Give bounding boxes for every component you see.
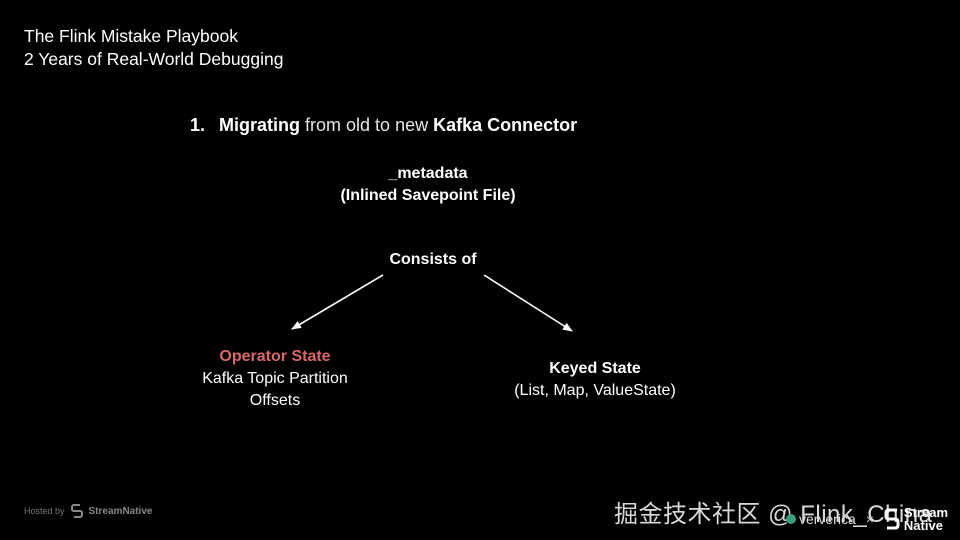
title-part-2: from old to new <box>305 115 429 135</box>
arrow-to-keyed-state <box>483 274 573 332</box>
operator-state-node: Operator State Kafka Topic Partition Off… <box>165 346 385 412</box>
operator-state-line-1: Kafka Topic Partition <box>202 370 348 387</box>
metadata-description: (Inlined Savepoint File) <box>340 187 516 204</box>
streamnative-logo-icon <box>70 504 83 518</box>
collab-times: × <box>865 511 874 527</box>
arrow-to-operator-state <box>291 274 384 330</box>
ververica-wordmark: ververica <box>798 511 856 527</box>
metadata-name: _metadata <box>388 165 468 182</box>
hosted-by: Hosted by StreamNative <box>24 504 152 518</box>
ververica-mark-icon <box>785 514 796 524</box>
deck-subtitle: 2 Years of Real-World Debugging <box>24 49 284 69</box>
slide-title: 1. Migrating from old to new Kafka Connec… <box>190 115 577 136</box>
ververica-logo: ververica <box>785 511 856 527</box>
hosted-by-label: Hosted by <box>24 506 65 516</box>
title-part-1: Migrating <box>219 115 301 135</box>
streamnative-word-1: Stream <box>903 505 948 520</box>
operator-state-line-2: Offsets <box>249 392 301 409</box>
operator-state-title: Operator State <box>219 348 331 365</box>
streamnative-logo: Stream Native <box>884 506 948 532</box>
watermark: 掘金技术社区 @ Flink_China <box>614 501 933 528</box>
deck-header: The Flink Mistake Playbook 2 Years of Re… <box>24 25 283 71</box>
keyed-state-title: Keyed State <box>549 360 641 377</box>
hosted-by-brand: StreamNative <box>88 505 153 517</box>
keyed-state-line-1: (List, Map, ValueState) <box>514 382 676 399</box>
metadata-node: _metadata (Inlined Savepoint File) <box>278 163 578 207</box>
title-number: 1. <box>190 115 206 135</box>
streamnative-word-2: Native <box>903 518 943 533</box>
title-part-3: Kafka Connector <box>433 115 578 135</box>
streamnative-mark-icon <box>884 508 900 530</box>
partner-logos: ververica × Stream Native <box>785 506 948 532</box>
consists-of-node: Consists of <box>389 251 477 268</box>
deck-title: The Flink Mistake Playbook <box>24 26 238 46</box>
keyed-state-node: Keyed State (List, Map, ValueState) <box>470 358 720 402</box>
